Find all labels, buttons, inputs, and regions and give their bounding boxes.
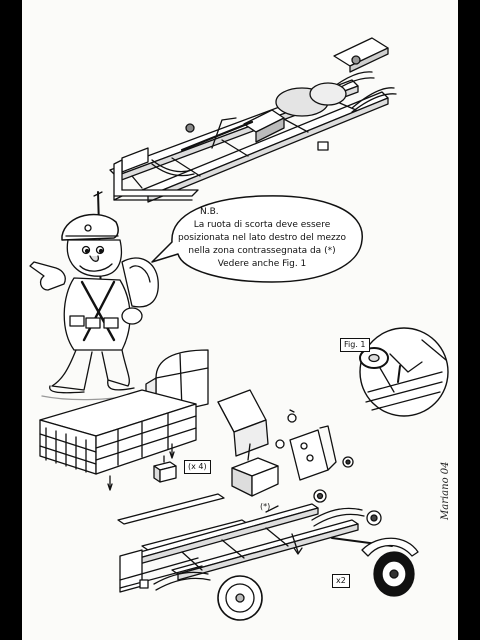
fig1-label: Fig. 1 — [340, 338, 370, 352]
note-line-2: posizionata nel lato destro del mezzo — [178, 233, 346, 243]
top-chassis-illustration — [109, 37, 397, 203]
note-line-1: La ruota di scorta deve essere — [193, 220, 331, 230]
note-line-3: nella zona contrassegnata da (*) — [188, 246, 336, 256]
instruction-page: N.B. La ruota di scorta deve essere posi… — [22, 0, 458, 640]
note-line-4: Vedere anche Fig. 1 — [217, 259, 307, 269]
exploded-assembly-illustration — [39, 349, 419, 621]
assembly-drawing — [29, 37, 449, 621]
nb-label: N.B. — [200, 207, 219, 217]
quantity-x2-label: x2 — [332, 574, 350, 588]
quantity-x4-label: (x 4) — [184, 460, 211, 474]
fig1-detail-illustration — [359, 327, 449, 417]
artist-signature: Mariano 04 — [440, 461, 451, 520]
speech-bubble — [151, 195, 363, 283]
speech-bubble-text: N.B. La ruota di scorta deve essere posi… — [172, 206, 352, 271]
soldier-mascot-illustration — [29, 191, 159, 401]
spare-wheel-marker: (*) — [260, 502, 271, 511]
